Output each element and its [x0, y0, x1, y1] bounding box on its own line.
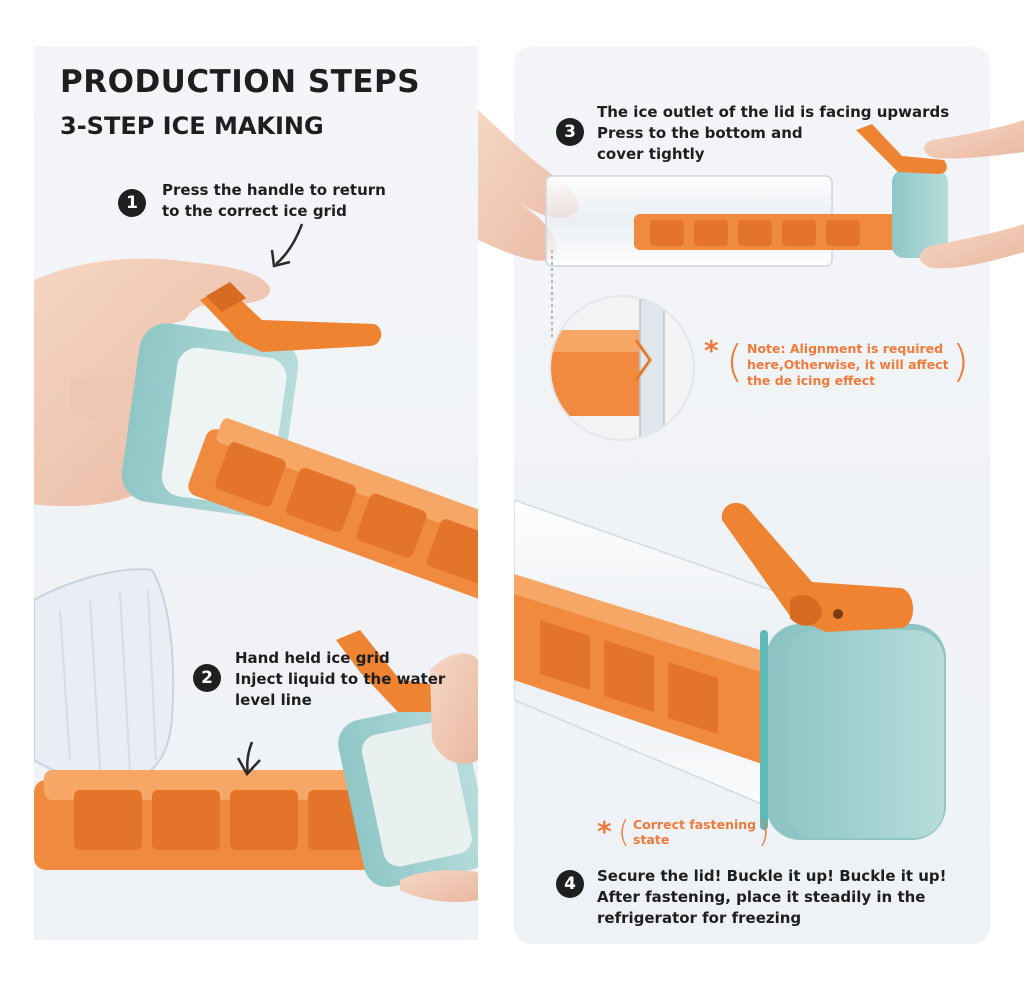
- step-1-text: Press the handle to return to the correc…: [162, 180, 386, 222]
- step-3-line-1: The ice outlet of the lid is facing upwa…: [597, 103, 950, 121]
- step-2-line-3: level line: [235, 691, 312, 709]
- step2-illustration: [34, 568, 478, 902]
- step-2-text: Hand held ice grid Inject liquid to the …: [235, 648, 445, 711]
- step-3-line-3: cover tightly: [597, 145, 705, 163]
- page-title: PRODUCTION STEPS: [60, 64, 421, 100]
- step-1-line-1: Press the handle to return: [162, 181, 386, 199]
- alignment-note-marker: *: [704, 334, 719, 367]
- fastening-note-close-paren: ): [758, 815, 770, 850]
- step-4-line-3: refrigerator for freezing: [597, 909, 802, 927]
- step-2-line-1: Hand held ice grid: [235, 649, 390, 667]
- step3-illustration: [478, 110, 1024, 441]
- alignment-note: Note: Alignment is required here,Otherwi…: [747, 341, 949, 389]
- step1-illustration: [34, 223, 478, 599]
- alignment-note-close-paren: ): [952, 336, 970, 387]
- step-1-line-2: to the correct ice grid: [162, 202, 347, 220]
- step-4-line-1: Secure the lid! Buckle it up! Buckle it …: [597, 867, 947, 885]
- alignment-note-line-2: here,Otherwise, it will affect: [747, 357, 949, 372]
- step-1-badge: 1: [118, 189, 146, 217]
- step-4-text: Secure the lid! Buckle it up! Buckle it …: [597, 866, 947, 929]
- step4-illustration: [514, 498, 946, 840]
- alignment-note-open-paren: (: [726, 336, 744, 387]
- fastening-note-line-2: state: [633, 832, 670, 847]
- step-4-badge: 4: [556, 870, 584, 898]
- fastening-note-line-1: Correct fastening: [633, 817, 757, 832]
- alignment-note-line-1: Note: Alignment is required: [747, 341, 944, 356]
- page-subtitle: 3-STEP ICE MAKING: [60, 112, 324, 140]
- step-3-line-2: Press to the bottom and: [597, 124, 803, 142]
- alignment-note-line-3: the de icing effect: [747, 373, 876, 388]
- step-2-line-2: Inject liquid to the water: [235, 670, 446, 688]
- step-4-line-2: After fastening, place it steadily in th…: [597, 888, 926, 906]
- fastening-note: Correct fastening state: [633, 817, 756, 847]
- step-3-badge: 3: [556, 118, 584, 146]
- step-2-badge: 2: [193, 664, 221, 692]
- step-3-text: The ice outlet of the lid is facing upwa…: [597, 102, 949, 165]
- fastening-note-marker: *: [597, 815, 612, 848]
- fastening-note-open-paren: (: [618, 815, 630, 850]
